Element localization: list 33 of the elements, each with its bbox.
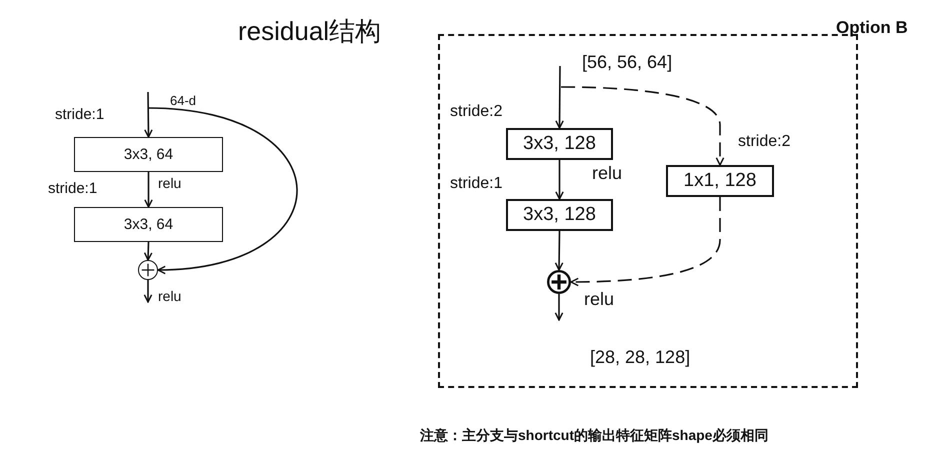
arrow bbox=[144, 172, 153, 208]
edge-label: relu bbox=[584, 290, 614, 308]
arrow bbox=[144, 280, 152, 303]
arrow bbox=[144, 242, 153, 261]
dimension-label: stride:2 bbox=[738, 134, 790, 150]
dimension-label: stride:1 bbox=[55, 107, 104, 122]
layer-box: 1x1, 128 bbox=[666, 165, 774, 197]
arrow bbox=[555, 66, 564, 129]
caption: 注意：主分支与shortcut的输出特征矩阵shape必须相同 bbox=[420, 428, 768, 442]
edge-label: relu bbox=[158, 289, 182, 303]
edge-label: relu bbox=[158, 176, 182, 190]
title: residual结构 bbox=[238, 18, 382, 44]
dimension-label: [56, 56, 64] bbox=[582, 53, 672, 71]
layer-box: 3x3, 128 bbox=[506, 128, 613, 160]
option-heading: Option B bbox=[836, 19, 908, 36]
arrow bbox=[561, 86, 724, 166]
arrow bbox=[148, 107, 298, 274]
arrow bbox=[554, 230, 564, 271]
dimension-label: stride:1 bbox=[450, 176, 502, 192]
arrow bbox=[570, 197, 721, 286]
edge-label: relu bbox=[592, 164, 622, 182]
arrow bbox=[555, 160, 564, 200]
add-circle bbox=[547, 270, 571, 294]
arrow bbox=[554, 294, 564, 321]
layer-box: 3x3, 128 bbox=[506, 199, 613, 231]
layer-box: 3x3, 64 bbox=[74, 207, 223, 242]
dimension-label: [28, 28, 128] bbox=[590, 348, 690, 366]
dimension-label: stride:1 bbox=[48, 181, 98, 196]
layer-box: 3x3, 64 bbox=[74, 137, 223, 172]
add-circle bbox=[138, 260, 158, 280]
dimension-label: 64-d bbox=[170, 94, 196, 107]
arrow bbox=[144, 92, 153, 138]
dimension-label: stride:2 bbox=[450, 104, 502, 120]
